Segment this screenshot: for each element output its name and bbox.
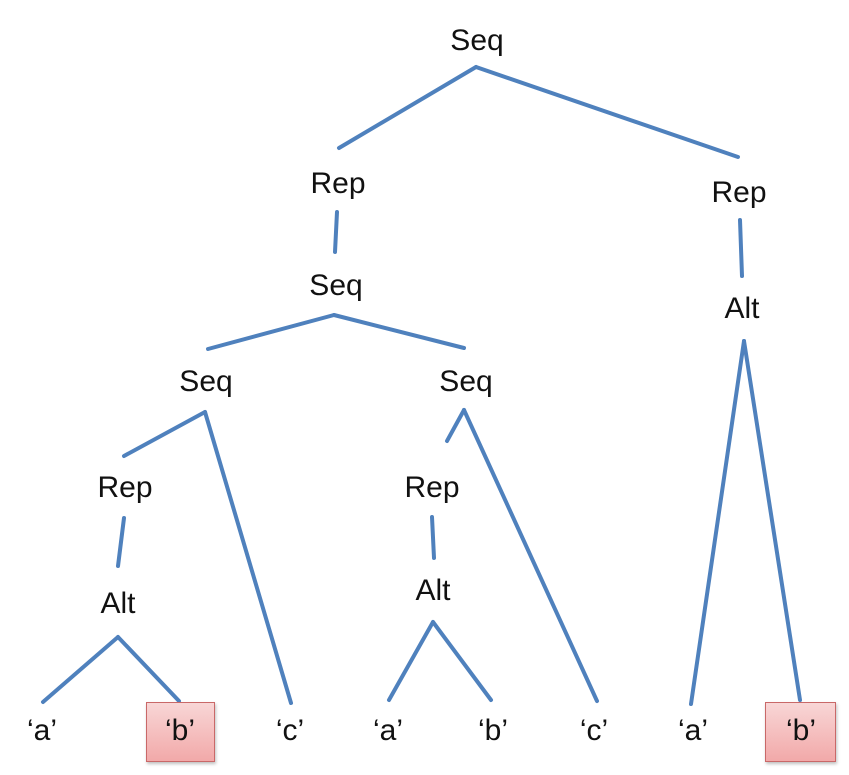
node-seq-left: Seq [179, 365, 233, 398]
edge [41, 635, 120, 704]
edge [387, 620, 435, 702]
edge [689, 339, 746, 706]
node-rep-lower-left: Rep [97, 471, 153, 504]
edge [738, 218, 744, 278]
edge [206, 313, 336, 351]
leaf-c: ‘c’ [579, 714, 609, 747]
leaf-a: ‘a’ [372, 714, 404, 747]
node-rep-right: Rep [711, 176, 767, 209]
edge [333, 210, 339, 254]
node-rep-left: Rep [310, 167, 366, 200]
edge [122, 410, 207, 458]
edge [430, 515, 436, 560]
edge [431, 620, 493, 702]
leaf-c: ‘c’ [275, 714, 305, 747]
edge [742, 339, 802, 702]
node-alt-lower-middle: Alt [415, 574, 451, 607]
edge [337, 65, 478, 150]
highlight-box-leaf-b-right [765, 702, 836, 762]
node-seq-middle: Seq [309, 269, 363, 302]
leaf-a: ‘a’ [677, 714, 709, 747]
node-alt-lower-left: Alt [100, 587, 136, 620]
node-rep-lower-middle: Rep [404, 471, 460, 504]
edge [116, 516, 126, 568]
edge [462, 408, 599, 703]
edge [116, 635, 181, 703]
node-alt-right: Alt [724, 292, 760, 325]
leaf-a: ‘a’ [26, 714, 58, 747]
node-root-seq: Seq [450, 24, 504, 57]
leaf-b-highlighted: ‘b’ [164, 714, 196, 747]
edge [445, 408, 466, 443]
node-seq-right: Seq [439, 365, 493, 398]
leaf-b-highlighted: ‘b’ [785, 714, 817, 747]
edge [332, 313, 466, 350]
leaf-b: ‘b’ [477, 714, 509, 747]
edge [474, 65, 740, 159]
edge [203, 410, 293, 705]
highlight-box-leaf-b-left [146, 702, 215, 762]
